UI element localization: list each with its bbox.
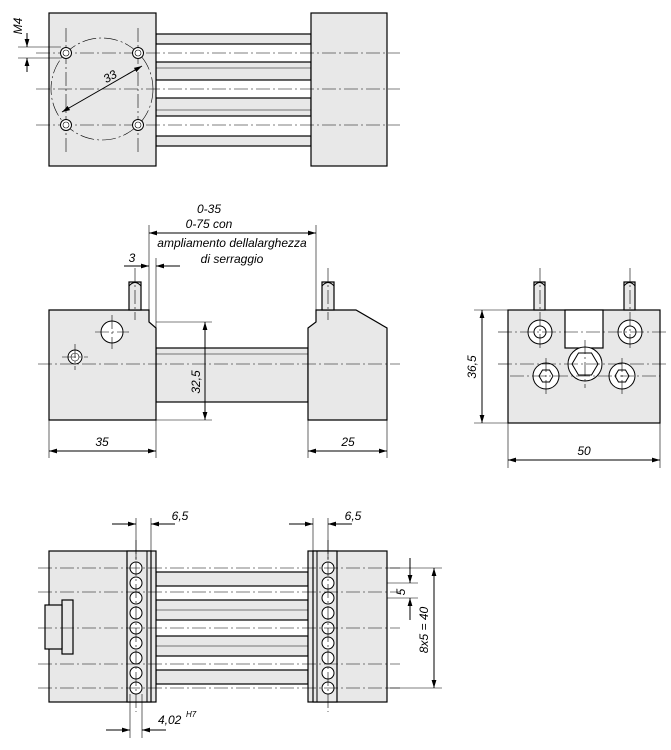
side-jaw-slot <box>564 309 604 349</box>
dim-50: 50 <box>577 444 591 458</box>
thread-dimension: M4 <box>11 17 25 34</box>
side-pin-left <box>533 281 546 311</box>
bottom-view: 6,5 6,5 5 8x5 = 40 4,02 H7 <box>38 509 442 738</box>
dim-6-5-left: 6,5 <box>172 509 189 523</box>
bottom-rail-1 <box>155 571 309 587</box>
mounting-hole <box>132 119 144 131</box>
bottom-left-tab-inner <box>44 604 63 650</box>
bolt-circle-dimension: 33 <box>101 67 120 86</box>
mounting-hole <box>60 47 72 59</box>
mounting-hole <box>132 47 144 59</box>
top-rail-4 <box>155 135 312 147</box>
top-left-block <box>48 12 157 167</box>
range-label-2: 0-75 con <box>186 217 233 231</box>
dim-32-5: 32,5 <box>189 370 203 394</box>
dim-6-5-right: 6,5 <box>345 509 362 523</box>
front-rail <box>155 347 309 403</box>
range-label-4: di serraggio <box>201 252 264 266</box>
dim-4-02: 4,02 <box>158 713 182 727</box>
dim-35: 35 <box>95 435 109 449</box>
side-pin-right <box>623 281 636 311</box>
top-right-block <box>310 12 388 167</box>
range-label-3: ampliamento dellalarghezza <box>157 236 307 250</box>
front-view: 0-35 0-75 con ampliamento dellalarghezza… <box>38 202 400 458</box>
dim-5: 5 <box>394 588 408 595</box>
tolerance-h7: H7 <box>186 710 197 719</box>
dim-3: 3 <box>129 251 136 265</box>
bottom-rail-4 <box>155 669 309 685</box>
top-rail-3 <box>155 97 312 117</box>
top-view: 33 M4 <box>11 12 400 167</box>
side-view: 36,5 50 <box>465 268 668 468</box>
mounting-hole <box>60 119 72 131</box>
top-rail-2 <box>155 61 312 81</box>
top-rail-1 <box>155 33 312 45</box>
dim-25: 25 <box>340 435 355 449</box>
dim-36-5: 36,5 <box>465 355 479 379</box>
range-label-1: 0-35 <box>197 202 221 216</box>
dim-8x5-40: 8x5 = 40 <box>417 606 431 653</box>
front-right-block <box>307 309 388 421</box>
bottom-left-tab <box>61 599 74 655</box>
